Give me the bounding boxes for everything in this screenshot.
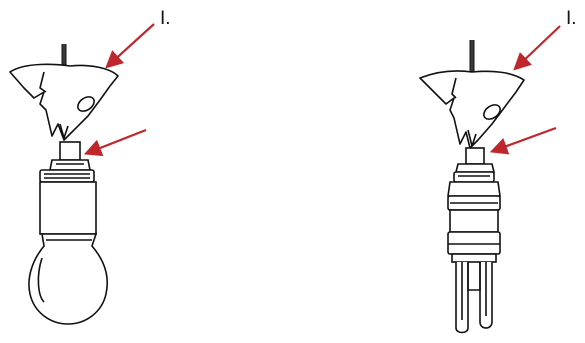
right-panel: I.: [419, 8, 577, 334]
lamp-holder-icon: [447, 147, 501, 255]
left-panel: I.: [9, 8, 171, 325]
panel-label-right: I.: [566, 8, 577, 29]
light-bulb-icon: [28, 233, 108, 325]
lamp-holder-icon: [39, 141, 97, 235]
arrow-icon: [83, 23, 155, 157]
lampshade-icon: [419, 70, 525, 149]
light-bulb-icon: [451, 253, 497, 334]
panel-label-left: I.: [160, 8, 171, 29]
lampshade-icon: [9, 63, 119, 141]
arrow-icon: [489, 25, 561, 155]
